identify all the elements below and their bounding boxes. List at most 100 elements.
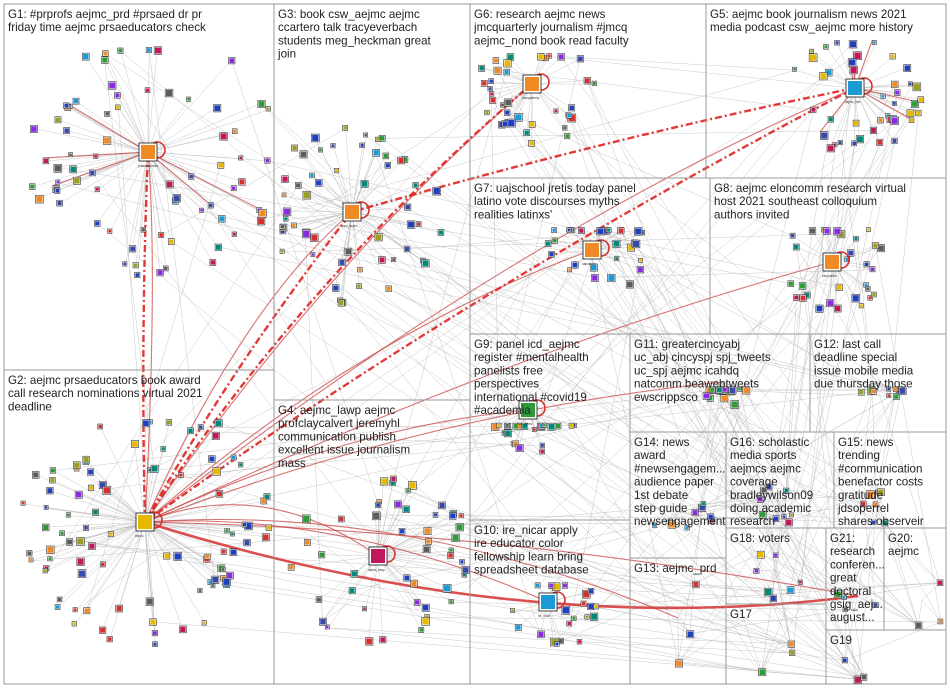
node-icon-fill	[47, 546, 54, 553]
node-icon-fill	[66, 513, 70, 517]
node-icon-fill	[288, 565, 294, 570]
node-icon-fill	[339, 259, 345, 265]
node-icon-fill	[43, 158, 49, 164]
node-icon-fill	[692, 510, 698, 516]
node-icon-fill	[824, 45, 828, 49]
node-icon-fill	[553, 583, 560, 590]
node-icon-fill	[786, 519, 792, 526]
node-icon-fill	[716, 387, 722, 393]
hub-node-fill	[585, 243, 599, 257]
group-label-g18: G18: voters	[730, 532, 790, 545]
node-icon-fill	[450, 513, 456, 519]
node-icon-fill	[73, 608, 77, 612]
node-icon-fill	[233, 129, 237, 133]
node-icon-fill	[549, 583, 554, 588]
node-icon-fill	[810, 49, 813, 53]
node-icon-fill	[859, 304, 863, 308]
node-icon-fill	[540, 449, 544, 454]
node-icon-fill	[513, 441, 518, 447]
node-icon-fill	[223, 578, 230, 585]
node-icon-fill	[72, 622, 76, 626]
node-icon-fill	[265, 158, 270, 163]
node-icon-fill	[482, 81, 487, 86]
node-icon-fill	[894, 394, 899, 399]
node-icon-fill	[873, 243, 878, 248]
node-icon-fill	[208, 203, 213, 208]
node-icon-fill	[877, 140, 883, 145]
node-icon-fill	[878, 245, 884, 251]
node-icon-fill	[800, 283, 806, 289]
node-icon-fill	[757, 497, 763, 502]
node-icon-fill	[109, 82, 116, 89]
node-icon-fill	[44, 506, 48, 509]
node-icon-fill	[895, 90, 900, 95]
node-icon-fill	[799, 580, 802, 584]
node-icon-fill	[493, 58, 498, 63]
node-icon-fill	[391, 476, 396, 482]
node-icon-fill	[836, 284, 842, 290]
node-icon-fill	[594, 604, 598, 609]
node-icon-fill	[118, 48, 123, 53]
node-icon-fill	[567, 228, 571, 232]
node-icon-fill	[788, 641, 794, 647]
node-icon-fill	[50, 468, 55, 473]
node-icon-fill	[231, 455, 236, 460]
node-icon-fill	[220, 133, 227, 140]
node-icon-fill	[635, 228, 642, 235]
node-icon-fill	[640, 231, 644, 235]
node-icon-fill	[358, 268, 362, 272]
node-icon-fill	[507, 54, 513, 60]
node-icon-fill	[591, 613, 598, 620]
node-icon-fill	[835, 591, 841, 598]
node-icon-fill	[100, 482, 106, 488]
node-icon-fill	[501, 103, 504, 107]
hub-node-fill	[141, 145, 155, 159]
node-icon-fill	[873, 502, 878, 507]
node-icon-fill	[211, 584, 215, 588]
node-icon-fill	[57, 597, 62, 602]
node-icon-fill	[50, 478, 55, 483]
node-icon-fill	[693, 582, 699, 588]
node-icon-fill	[200, 208, 203, 212]
node-icon-fill	[685, 526, 689, 530]
node-icon-fill	[386, 286, 391, 291]
node-icon-fill	[107, 637, 112, 642]
node-icon-fill	[101, 562, 105, 567]
node-icon-fill	[555, 642, 559, 646]
node-icon-fill	[145, 88, 150, 92]
node-icon-fill	[870, 267, 875, 272]
node-icon-fill	[95, 221, 100, 226]
node-icon-fill	[916, 110, 921, 116]
node-icon-fill	[141, 228, 145, 232]
node-icon-fill	[343, 126, 347, 130]
node-icon-fill	[303, 515, 310, 522]
node-icon-fill	[385, 163, 390, 168]
node-icon-fill	[848, 59, 856, 66]
node-icon-fill	[426, 539, 431, 544]
node-icon-fill	[782, 515, 786, 519]
node-icon-fill	[861, 674, 867, 680]
node-icon-fill	[210, 260, 216, 265]
node-icon-fill	[232, 232, 236, 236]
node-icon-fill	[754, 569, 759, 573]
node-icon-fill	[164, 553, 170, 559]
node-icon-fill	[479, 66, 484, 71]
node-icon-fill	[569, 105, 574, 111]
node-icon-fill	[93, 509, 98, 515]
node-icon-fill	[842, 595, 846, 599]
node-icon-fill	[494, 67, 501, 74]
node-icon-fill	[94, 154, 98, 158]
hub-node-fill	[138, 515, 152, 529]
node-icon-fill	[55, 605, 60, 609]
node-icon-fill	[552, 238, 557, 243]
node-icon-fill	[361, 181, 368, 187]
node-icon-fill	[866, 287, 870, 291]
node-icon-fill	[873, 603, 878, 607]
node-icon-fill	[146, 48, 151, 52]
node-icon-fill	[166, 181, 173, 188]
node-icon-fill	[868, 296, 872, 300]
